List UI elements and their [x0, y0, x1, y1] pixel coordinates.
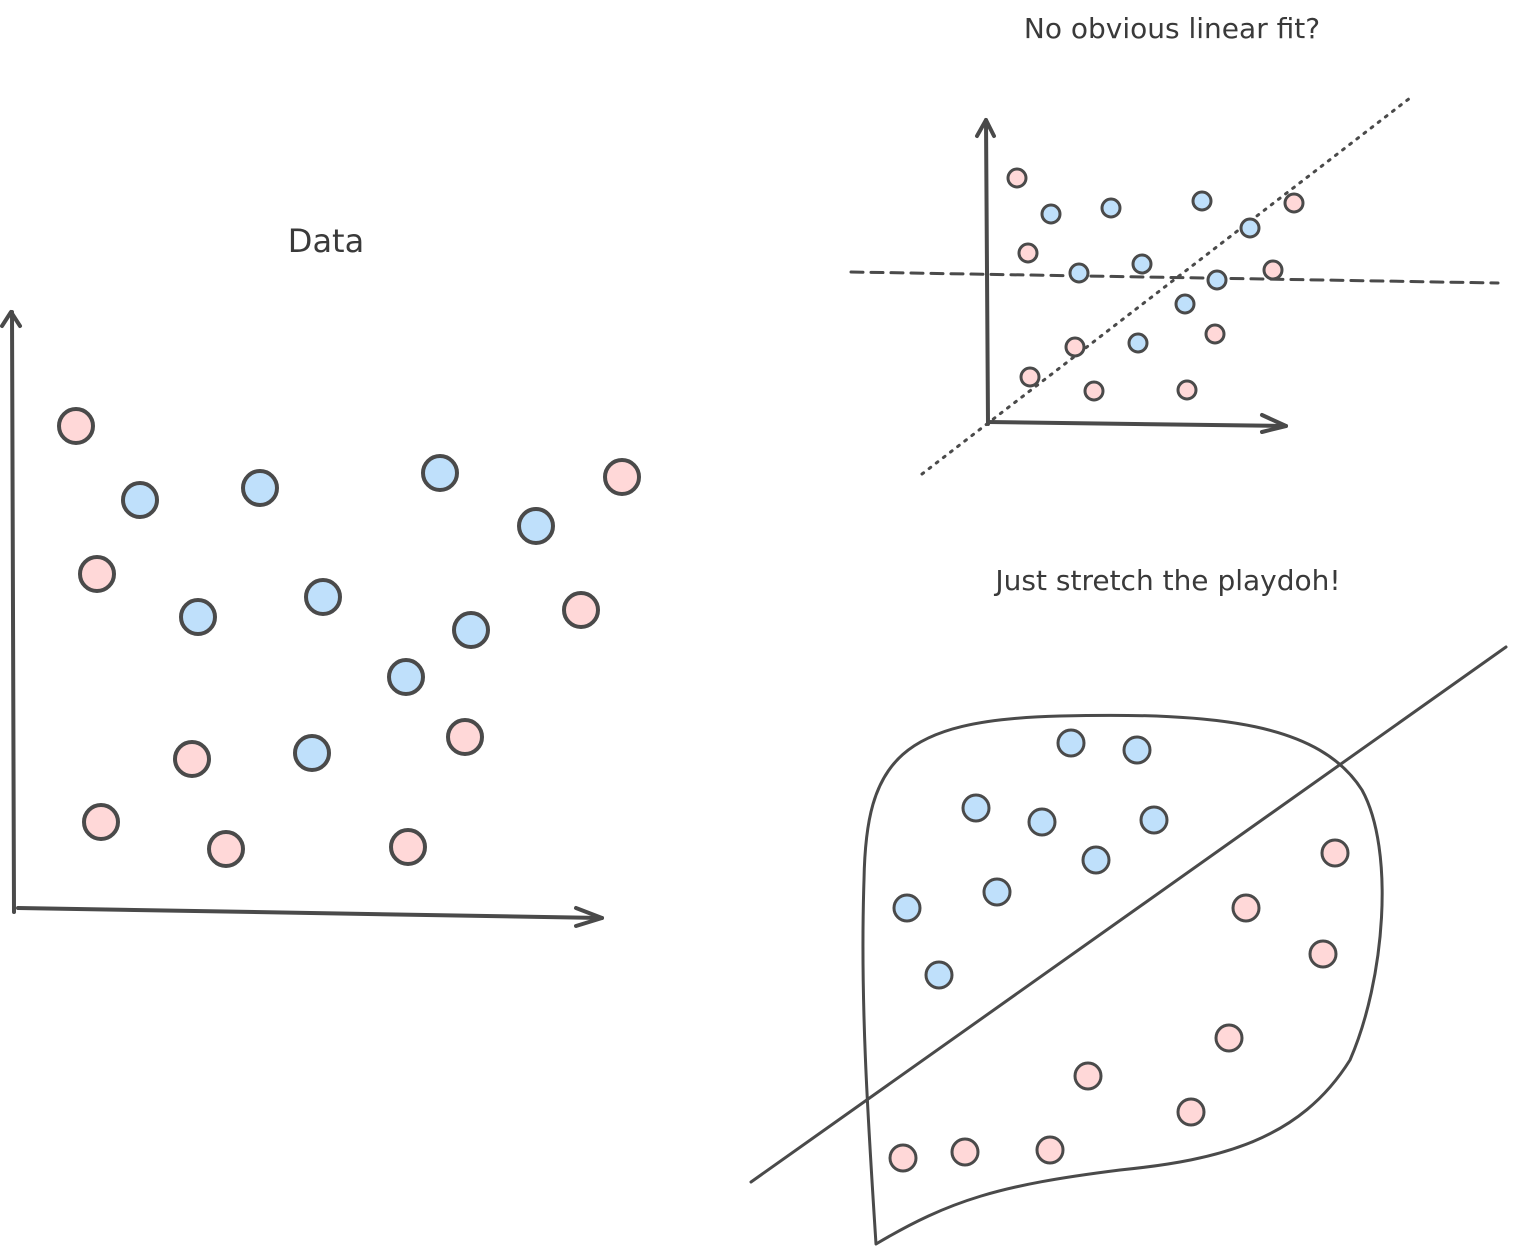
no-fit-pink-point — [1283, 192, 1305, 214]
data-blue-point — [421, 454, 459, 492]
data-pink-point — [603, 458, 641, 496]
data-pink-point — [57, 407, 95, 445]
no-fit-pink-point — [1204, 323, 1226, 345]
playdoh-pink-point — [1320, 838, 1350, 868]
playdoh-blue-point — [1027, 807, 1057, 837]
playdoh-blue-point — [1139, 805, 1169, 835]
no-fit-blue-point — [1206, 269, 1228, 291]
no-fit-blue-point — [1068, 262, 1090, 284]
y-axis-arrow-icon — [975, 118, 996, 138]
y-axis — [10, 310, 16, 914]
data-pink-point — [446, 718, 484, 756]
playdoh-pink-point — [888, 1143, 918, 1173]
data-blue-point — [121, 481, 159, 519]
playdoh-blue-point — [1081, 845, 1111, 875]
x-axis-arrow-icon — [1260, 413, 1288, 434]
data-pink-point — [82, 803, 120, 841]
no-fit-blue-point — [1239, 217, 1261, 239]
playdoh-pink-point — [1176, 1097, 1206, 1127]
no-fit-blue-point — [1040, 203, 1062, 225]
playdoh-pink-point — [1308, 939, 1338, 969]
no-fit-blue-point — [1127, 332, 1149, 354]
playdoh-panel-title: Just stretch the playdoh! — [993, 564, 1340, 597]
no-fit-blue-point — [1131, 253, 1153, 275]
data-panel-title: Data — [288, 222, 364, 260]
x-axis-arrow-icon — [574, 906, 604, 928]
playdoh-pink-point — [1231, 893, 1261, 923]
playdoh-blue-point — [961, 793, 991, 823]
playdoh-panel: Just stretch the playdoh! — [749, 564, 1508, 1246]
data-panel: Data — [0, 222, 641, 928]
data-blue-point — [304, 578, 342, 616]
data-panel-axes — [0, 310, 604, 928]
data-blue-point — [387, 658, 425, 696]
playdoh-pink-point — [1035, 1135, 1065, 1165]
playdoh-pink-point — [950, 1137, 980, 1167]
no-fit-panel: No obvious linear fit? — [849, 12, 1500, 476]
no-fit-panel-axes — [975, 118, 1288, 434]
data-pink-point — [389, 828, 427, 866]
data-blue-point — [179, 598, 217, 636]
data-pink-point — [207, 830, 245, 868]
separating-line — [749, 645, 1508, 1184]
data-blue-point — [452, 611, 490, 649]
playdoh-blue-point — [982, 877, 1012, 907]
playdoh-pink-point — [1214, 1023, 1244, 1053]
playdoh-blob — [861, 713, 1384, 1246]
playdoh-panel-points — [888, 728, 1350, 1173]
data-blue-point — [517, 507, 555, 545]
no-fit-blue-point — [1100, 197, 1122, 219]
no-fit-pink-point — [1262, 259, 1284, 281]
y-axis — [984, 118, 990, 426]
x-axis — [16, 906, 604, 920]
no-fit-pink-point — [1083, 380, 1105, 402]
no-fit-pink-point — [1019, 366, 1041, 388]
no-fit-panel-points — [1006, 167, 1305, 402]
no-fit-blue-point — [1174, 293, 1196, 315]
no-fit-pink-point — [1064, 336, 1086, 358]
playdoh-blue-point — [892, 893, 922, 923]
data-blue-point — [293, 734, 331, 772]
y-axis-arrow-icon — [0, 310, 22, 328]
x-axis — [986, 420, 1288, 428]
playdoh-pink-point — [1073, 1061, 1103, 1091]
no-fit-pink-point — [1017, 242, 1039, 264]
no-fit-pink-point — [1176, 379, 1198, 401]
playdoh-blue-point — [1122, 735, 1152, 765]
dotted-fit-line — [920, 96, 1412, 476]
no-fit-pink-point — [1006, 167, 1028, 189]
dashed-fit-line — [849, 270, 1500, 285]
no-fit-panel-title: No obvious linear fit? — [1024, 12, 1320, 45]
no-fit-blue-point — [1191, 190, 1213, 212]
data-pink-point — [562, 591, 600, 629]
data-panel-points — [57, 407, 641, 868]
data-pink-point — [173, 740, 211, 778]
playdoh-blue-point — [924, 960, 954, 990]
data-blue-point — [241, 469, 279, 507]
data-pink-point — [78, 555, 116, 593]
playdoh-blue-point — [1056, 728, 1086, 758]
